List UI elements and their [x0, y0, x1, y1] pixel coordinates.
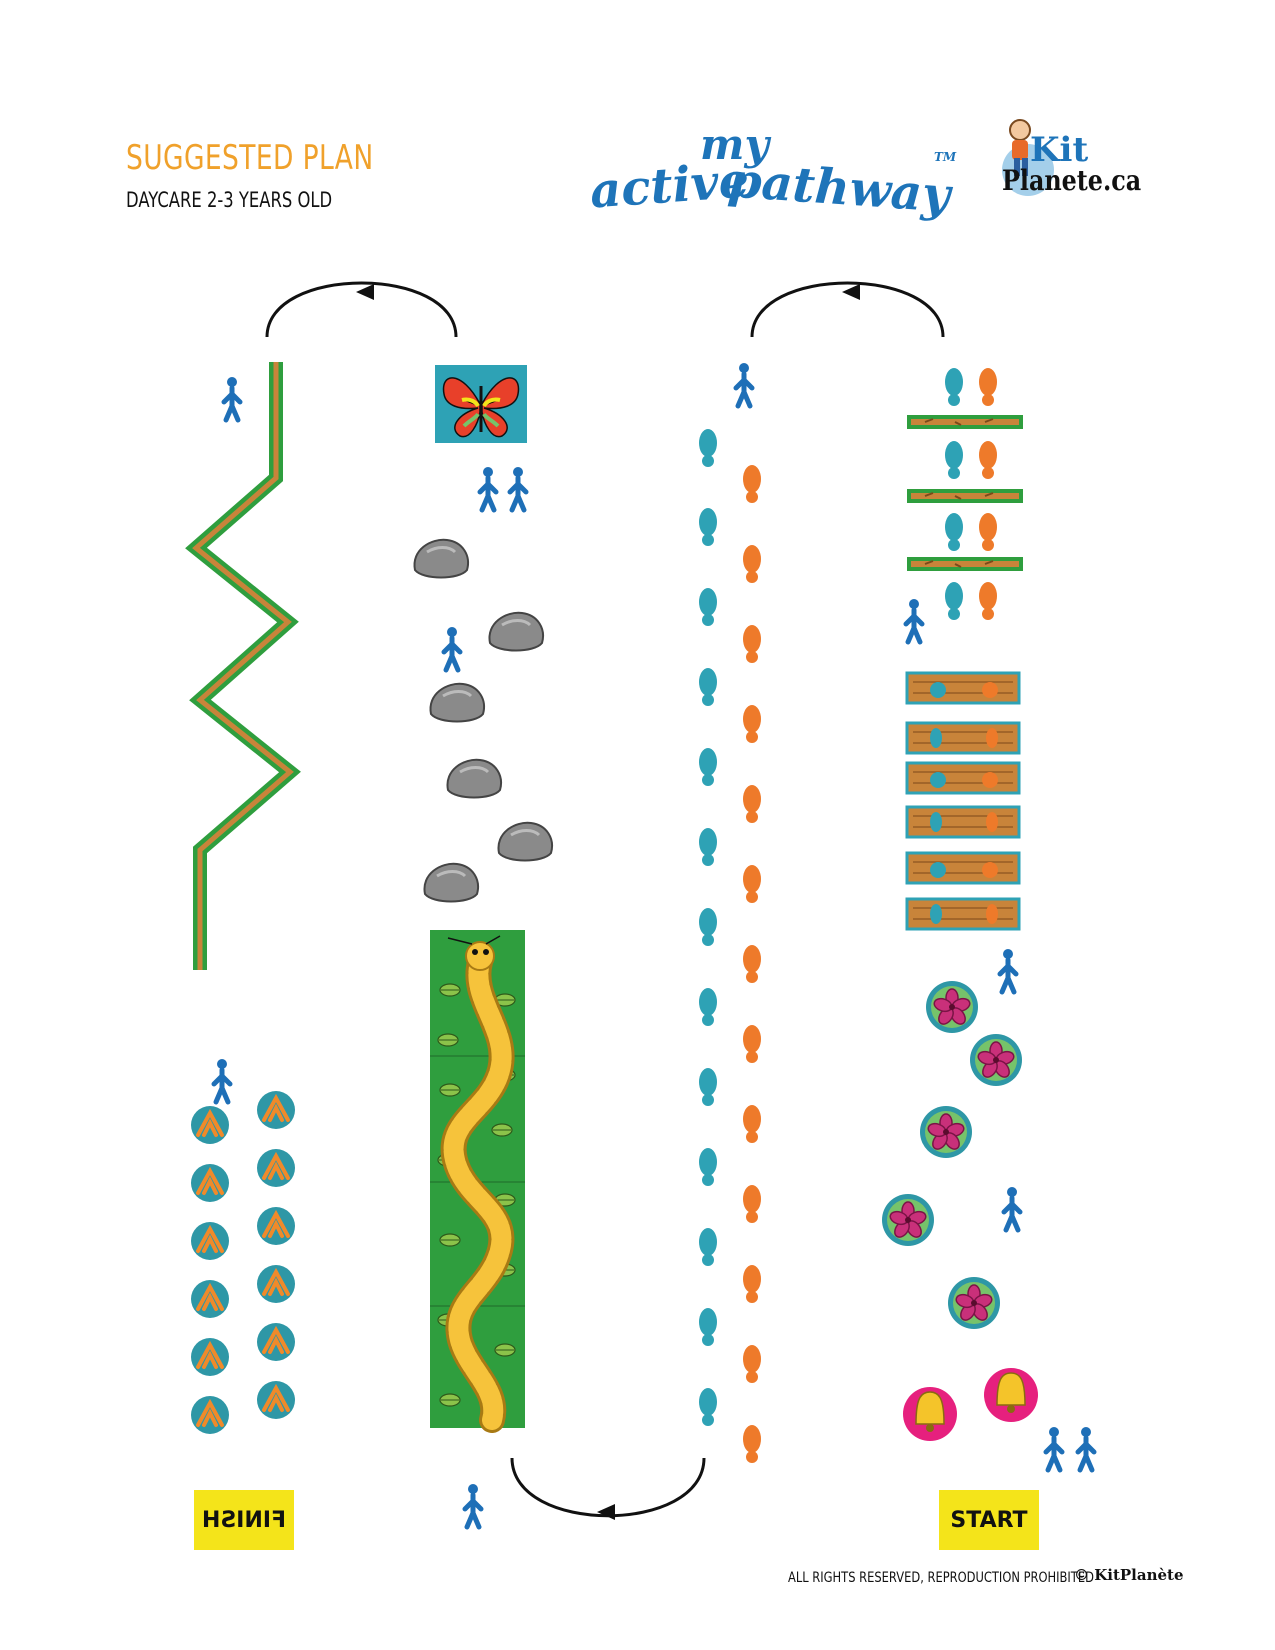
footprint-icon	[930, 728, 998, 924]
finish-sign: FINISH	[194, 1490, 294, 1550]
flower-icon	[925, 980, 979, 1034]
rock-icon	[445, 758, 503, 799]
footprint-icon	[743, 625, 761, 663]
person-icon	[480, 467, 496, 510]
bell-icon	[903, 1387, 957, 1441]
footprint-icon	[743, 1425, 761, 1463]
person-icon	[906, 599, 922, 642]
log-icon	[906, 414, 1024, 430]
person-icon	[510, 467, 526, 510]
zigzag-log	[185, 362, 301, 970]
footer-copyright: © KitPlanète	[1074, 1566, 1184, 1584]
footprint-icon	[699, 588, 717, 626]
kit-planete-logo: Kit Planete.ca	[990, 108, 1142, 228]
rock-icon	[422, 862, 480, 903]
logo-word-my: my	[700, 120, 769, 169]
arrow-head	[356, 284, 374, 300]
footprint-icon	[743, 545, 761, 583]
footprint-icon	[743, 1345, 761, 1383]
arrow-head	[842, 284, 860, 300]
rock-icon	[487, 611, 545, 652]
butterfly-icon	[435, 365, 527, 443]
person-icon	[736, 363, 752, 406]
flower-icon	[919, 1105, 973, 1159]
arrow-icon	[265, 281, 945, 1518]
person-icon	[444, 627, 460, 670]
page-title: SUGGESTED PLAN	[126, 138, 374, 178]
start-sign: START	[939, 1490, 1039, 1550]
footprint-icon	[743, 1265, 761, 1303]
person-icon	[1078, 1427, 1094, 1470]
person-icon	[1004, 1187, 1020, 1230]
person-icon	[214, 1059, 230, 1102]
footprint-icon	[699, 988, 717, 1026]
person-icon	[1000, 949, 1016, 992]
person-icon	[465, 1484, 481, 1527]
log-icon	[906, 556, 1024, 572]
crawl-planks	[905, 671, 1021, 931]
rock-icon	[412, 538, 470, 579]
log-icon	[906, 488, 1024, 504]
kit-logo-word: Kit	[1030, 130, 1089, 170]
bell-icon	[984, 1368, 1038, 1422]
footprint-icon	[743, 945, 761, 983]
step-over-logs	[906, 368, 1024, 620]
footprint-icon	[699, 748, 717, 786]
footprint-icon	[699, 1228, 717, 1266]
footprint-icon	[743, 785, 761, 823]
page-subtitle: DAYCARE 2-3 YEARS OLD	[126, 188, 333, 212]
footprint-icon	[699, 508, 717, 546]
caterpillar-icon	[430, 930, 525, 1433]
footprint-icon	[743, 705, 761, 743]
footprint-icon	[699, 1388, 717, 1426]
flower-icon	[881, 1193, 935, 1247]
footprint-icon	[699, 908, 717, 946]
footprint-icon	[743, 1025, 761, 1063]
rock-icon	[428, 682, 486, 723]
footprint-icon	[699, 828, 717, 866]
footprint-icon	[699, 429, 717, 467]
footprints-path	[699, 429, 761, 1463]
rock-icon	[496, 821, 554, 862]
planete-logo-word: Planete.ca	[1002, 164, 1142, 197]
person-icon	[1046, 1427, 1062, 1470]
footprint-icon	[743, 865, 761, 903]
footprint-icon	[743, 1185, 761, 1223]
arrow-head	[597, 1504, 615, 1520]
footprint-icon	[699, 1148, 717, 1186]
footprint-icon	[743, 465, 761, 503]
hand-icon	[982, 682, 998, 878]
footprint-icon	[699, 668, 717, 706]
bird-track-circles	[189, 1089, 297, 1436]
person-icon	[224, 377, 240, 420]
footer-rights: ALL RIGHTS RESERVED, REPRODUCTION PROHIB…	[788, 1570, 1094, 1586]
footprint-icon	[699, 1068, 717, 1106]
footprint-icon	[743, 1105, 761, 1143]
my-active-pathway-logo: my active pathway TM	[580, 120, 960, 230]
flower-icon	[947, 1276, 1001, 1330]
footprint-icon	[699, 1308, 717, 1346]
kit-globe-icon	[1002, 119, 1054, 196]
logo-trademark: TM	[934, 150, 957, 164]
flower-icon	[969, 1033, 1023, 1087]
hand-icon	[930, 682, 946, 878]
